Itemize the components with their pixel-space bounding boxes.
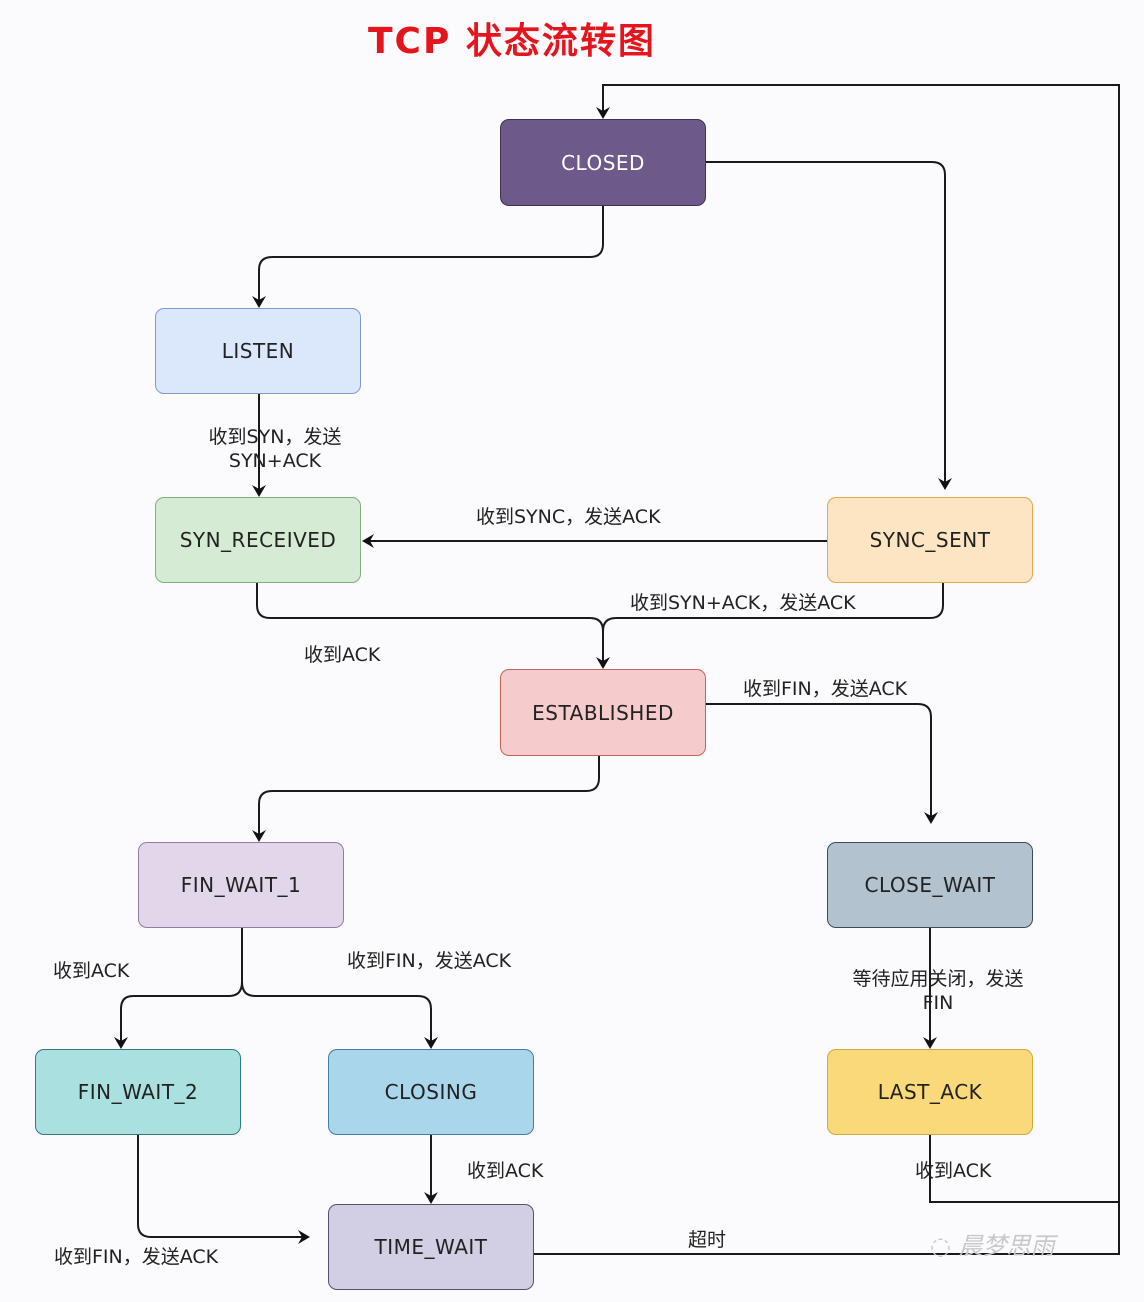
state-fin-wait-2-label: FIN_WAIT_2 xyxy=(77,1080,199,1104)
state-time-wait-label: TIME_WAIT xyxy=(374,1235,488,1259)
label-listen-to-syn-received: 收到SYN，发送 SYN+ACK xyxy=(200,425,350,473)
watermark-text: 晨梦思雨 xyxy=(958,1232,1055,1260)
state-closed-label: CLOSED xyxy=(561,150,645,175)
edge-time-wait-to-closed xyxy=(534,84,1120,1255)
edge-established-to-fin-wait-1 xyxy=(252,756,600,842)
edge-sync-sent-to-established xyxy=(602,583,944,632)
edge-last-ack-to-closed xyxy=(929,1135,1119,1203)
label-established-to-close-wait: 收到FIN，发送ACK xyxy=(743,678,908,700)
state-listen-label: LISTEN xyxy=(221,339,295,363)
state-established-label: ESTABLISHED xyxy=(532,700,674,725)
state-sync-sent-label: SYNC_SENT xyxy=(869,528,991,552)
label-closing-to-time-wait: 收到ACK xyxy=(467,1160,544,1182)
state-listen: LISTEN xyxy=(155,308,361,394)
label-line-1: 收到SYN，发送 xyxy=(208,426,342,448)
state-syn-received: SYN_RECEIVED xyxy=(155,497,361,583)
state-close-wait: CLOSE_WAIT xyxy=(827,842,1033,928)
edge-closed-to-listen xyxy=(252,206,604,308)
label-last-ack-to-closed: 收到ACK xyxy=(915,1160,992,1182)
state-last-ack: LAST_ACK xyxy=(827,1049,1033,1135)
state-closing-label: CLOSING xyxy=(384,1080,478,1104)
diagram-title: TCP 状态流转图 xyxy=(368,21,656,62)
label-line-2: SYN+ACK xyxy=(228,450,322,472)
edge-fin-wait-2-to-time-wait xyxy=(137,1135,310,1244)
state-time-wait: TIME_WAIT xyxy=(328,1204,534,1290)
edge-fin-wait-1-to-closing xyxy=(241,981,438,1049)
label-sync-sent-to-established: 收到SYN+ACK，发送ACK xyxy=(630,592,856,614)
state-last-ack-label: LAST_ACK xyxy=(877,1080,983,1104)
edge-established-to-close-wait xyxy=(706,703,938,824)
label-fin-wait-1-to-closing: 收到FIN，发送ACK xyxy=(347,950,512,972)
label-close-wait-to-last-ack: 等待应用关闭，发送 FIN xyxy=(838,967,1038,1015)
edge-closed-to-sync-sent xyxy=(706,161,952,490)
state-close-wait-label: CLOSE_WAIT xyxy=(864,873,996,897)
label-syn-received-to-established: 收到ACK xyxy=(304,644,381,666)
watermark: ◌ 晨梦思雨 xyxy=(930,1226,1055,1261)
state-syn-received-label: SYN_RECEIVED xyxy=(179,528,337,552)
label-sync-sent-to-syn-received: 收到SYNC，发送ACK xyxy=(476,506,661,528)
label-line-1: 等待应用关闭，发送 xyxy=(852,968,1024,990)
state-fin-wait-1-label: FIN_WAIT_1 xyxy=(180,873,302,897)
edge-syn-received-to-established xyxy=(256,583,610,669)
label-time-wait-to-closed: 超时 xyxy=(688,1229,727,1251)
label-fin-wait-2-to-time-wait: 收到FIN，发送ACK xyxy=(54,1246,219,1268)
wechat-icon: ◌ xyxy=(930,1232,959,1260)
state-fin-wait-1: FIN_WAIT_1 xyxy=(138,842,344,928)
edge-fin-wait-1-to-fin-wait-2 xyxy=(114,928,243,1049)
state-sync-sent: SYNC_SENT xyxy=(827,497,1033,583)
label-line-2: FIN xyxy=(922,992,954,1014)
state-fin-wait-2: FIN_WAIT_2 xyxy=(35,1049,241,1135)
state-established: ESTABLISHED xyxy=(500,669,706,756)
label-fin-wait-1-to-fin-wait-2: 收到ACK xyxy=(53,960,130,982)
state-closing: CLOSING xyxy=(328,1049,534,1135)
state-closed: CLOSED xyxy=(500,119,706,206)
